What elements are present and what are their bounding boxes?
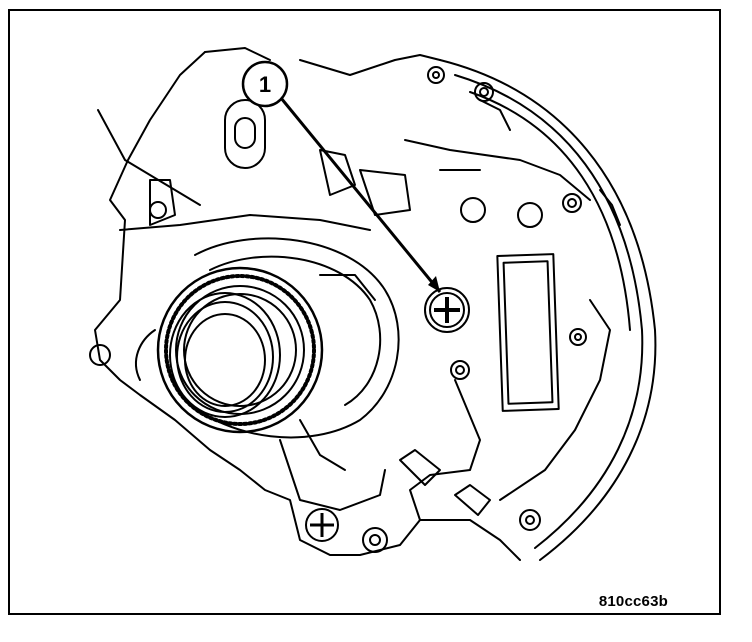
gear-hub-outer — [184, 237, 400, 439]
figure-code: 810cc63b — [598, 593, 668, 610]
cover-outer-curve — [439, 59, 657, 561]
label-plate — [496, 253, 560, 412]
gear-ring — [156, 266, 324, 434]
callout-leader — [279, 97, 442, 293]
lower-bolt — [305, 508, 339, 542]
figure-border — [8, 9, 721, 615]
callout-balloon: 1 — [241, 60, 289, 108]
callout-number: 1 — [259, 72, 271, 97]
housing-outline — [94, 51, 421, 556]
target-bolt — [424, 287, 470, 333]
gear-bore — [169, 292, 281, 418]
